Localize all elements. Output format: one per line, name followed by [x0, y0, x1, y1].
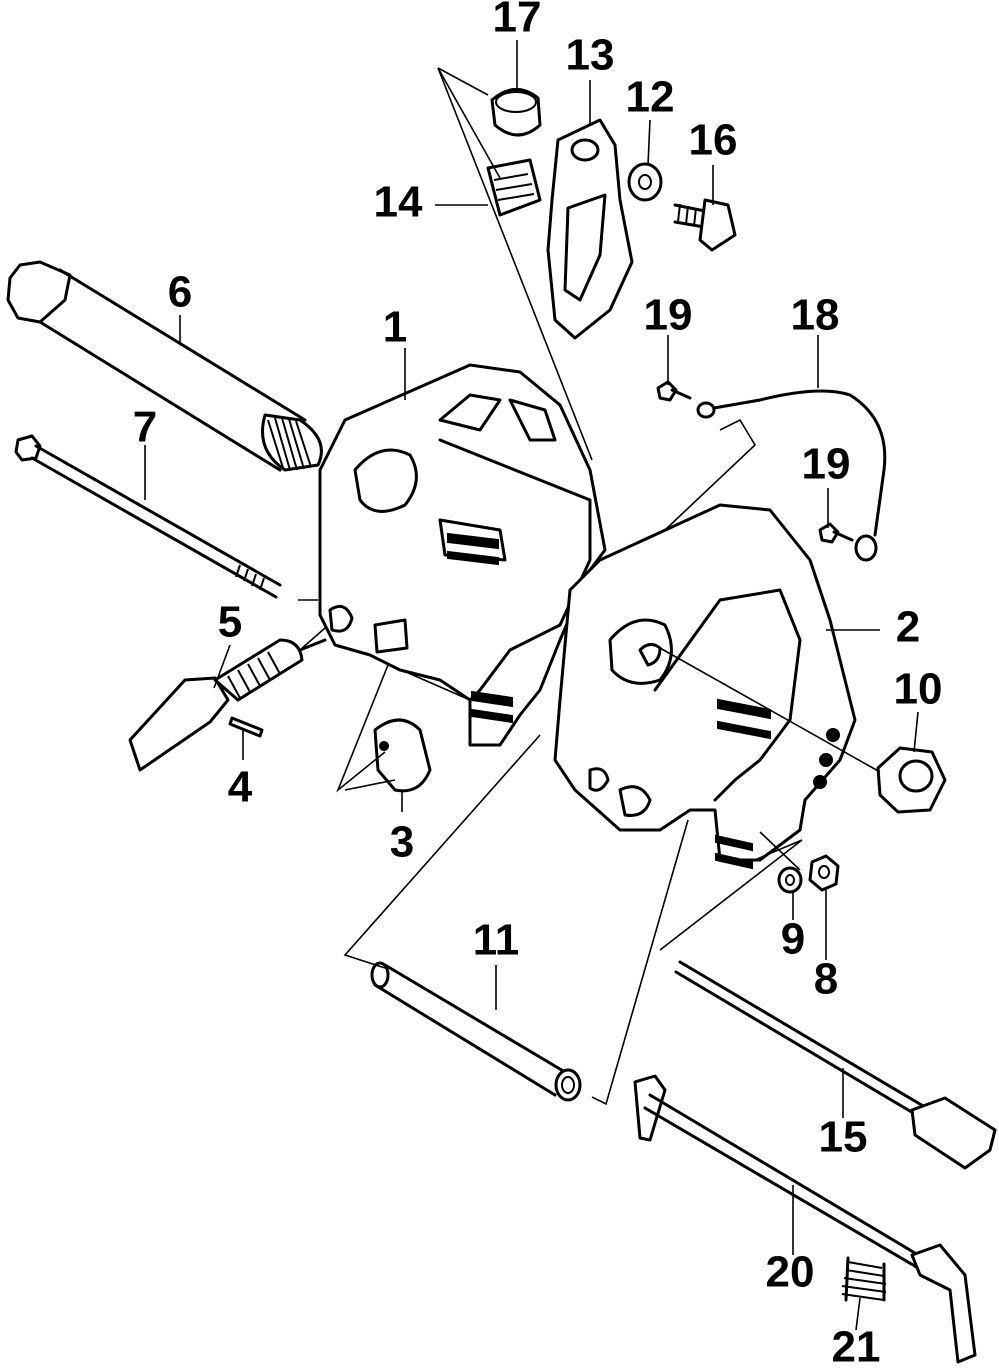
- part-12-washer: [627, 162, 663, 202]
- part-3-washer: [373, 718, 432, 793]
- part-10-nut: [876, 746, 947, 814]
- callout-6: 6: [168, 268, 192, 317]
- callout-19-bottom: 19: [802, 440, 851, 489]
- part-19-screw-bottom: [818, 522, 854, 544]
- part-13-lever-plate: [546, 118, 634, 340]
- callout-7: 7: [133, 403, 157, 452]
- callout-1: 1: [383, 303, 407, 352]
- callout-3: 3: [390, 818, 414, 867]
- part-14-pad: [486, 158, 542, 217]
- part-21-spring: [841, 1256, 887, 1302]
- callout-12: 12: [626, 73, 675, 122]
- callout-17: 17: [493, 0, 542, 42]
- part-15-rod: [674, 960, 997, 1170]
- callout-14: 14: [374, 178, 423, 227]
- callout-8: 8: [814, 955, 838, 1004]
- part-7-through-bolt: [14, 434, 282, 599]
- callout-9: 9: [781, 915, 805, 964]
- part-6-tilt-tube: [6, 260, 323, 472]
- part-8-nut: [808, 854, 840, 892]
- callout-11: 11: [473, 916, 520, 965]
- callout-5: 5: [218, 598, 242, 647]
- part-16-bolt: [673, 198, 737, 252]
- callout-2: 2: [896, 603, 920, 652]
- part-5-thumb-screw: [128, 638, 327, 772]
- part-18-ground-wire: [696, 389, 887, 562]
- assembly-lines: [298, 67, 881, 1106]
- callout-18: 18: [791, 291, 840, 340]
- part-4-pin: [228, 716, 264, 738]
- callout-21: 21: [832, 1323, 881, 1370]
- callout-20: 20: [766, 1248, 815, 1297]
- callout-13: 13: [566, 31, 615, 80]
- callout-15: 15: [819, 1113, 868, 1162]
- callout-labels: 17 13 12 16 14 6 1 19 18 7 19 5 2 10 4 3…: [133, 0, 943, 1370]
- part-17-clip: [490, 88, 542, 137]
- part-20-tilt-rod: [633, 1074, 977, 1364]
- callout-leaders: [144, 40, 919, 1331]
- callout-19-top: 19: [644, 291, 693, 340]
- callout-10: 10: [894, 665, 943, 714]
- callout-16: 16: [689, 116, 738, 165]
- part-19-screw-top: [656, 380, 692, 402]
- part-9-washer: [777, 866, 803, 894]
- part-1-left-clamp-bracket: [318, 363, 607, 747]
- callout-4: 4: [228, 763, 253, 812]
- part-2-right-clamp-bracket: [553, 503, 857, 870]
- part-11-tube: [370, 961, 582, 1102]
